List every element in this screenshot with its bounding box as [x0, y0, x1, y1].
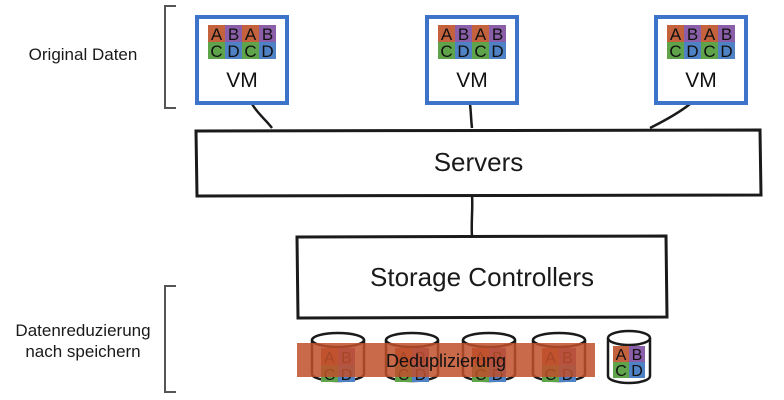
vm-data-cell-letter: C: [440, 42, 452, 61]
disk-data-cell: [629, 362, 645, 378]
vm-data-cell-letter: D: [457, 42, 469, 61]
vm-data-cell: [684, 42, 701, 59]
vm-data-cell: [667, 25, 684, 42]
vm-data-cell: [259, 42, 276, 59]
vm3-connector: [649, 103, 691, 130]
servers-box: [194, 128, 763, 198]
vm-data-cell: [242, 42, 259, 59]
vm-data-cell: [208, 42, 225, 59]
deduplication-bar: Deduplizierung: [297, 343, 595, 377]
original-data-label: Original Daten: [28, 45, 138, 64]
vm-data-cell-letter: C: [703, 42, 715, 61]
vm-data-cell: [701, 25, 718, 42]
vm-label: VM: [456, 69, 488, 92]
vm-data-cell-letter: B: [228, 25, 239, 44]
disk-data-cell-letter: D: [631, 363, 643, 380]
vm-data-cell-letter: B: [721, 25, 732, 44]
deduplication-bar-fill: [297, 343, 595, 377]
vm-data-cell-letter: B: [492, 25, 503, 44]
storage-controllers-label: Storage Controllers: [370, 262, 594, 292]
vm-data-cell: [455, 25, 472, 42]
vm-data-cell-letter: A: [475, 25, 487, 44]
vm-data-cell-letter: C: [669, 42, 681, 61]
vm-data-cell: [438, 25, 455, 42]
disk-data-cell-letter: B: [632, 347, 643, 364]
vm-data-cell: [472, 25, 489, 42]
vm-data-cell-letter: A: [704, 25, 716, 44]
disk-data-cell-letter: A: [616, 347, 627, 364]
reduction-bracket: [164, 285, 176, 393]
vm-data-cell-letter: A: [211, 25, 223, 44]
vm-data-cell: [718, 25, 735, 42]
disk-data-cell: [613, 346, 629, 362]
vm-data-cell: [225, 42, 242, 59]
vm-data-cell-letter: D: [261, 42, 273, 61]
vm-label: VM: [226, 69, 258, 92]
servers-label: Servers: [433, 147, 524, 177]
vm-data-cell: [438, 42, 455, 59]
deduplication-label: Deduplizierung: [386, 351, 506, 371]
vm-label: VM: [685, 69, 717, 92]
data-reduction-label: Datenreduzierung nach speichern: [2, 320, 164, 362]
vm-data-cell: [242, 25, 259, 42]
vm-data-cell: [472, 42, 489, 59]
vm-data-cell: [718, 42, 735, 59]
vm-data-cell-letter: D: [491, 42, 503, 61]
vm-data-cell: [684, 25, 701, 42]
servers-storage-connector: [470, 195, 474, 237]
vm-data-cell-letter: A: [245, 25, 257, 44]
vm-data-cell-letter: D: [720, 42, 732, 61]
vm1-connector: [250, 103, 273, 129]
disk-data-cell-letter: C: [615, 363, 627, 380]
vm-data-cell-letter: A: [670, 25, 682, 44]
vm-data-cell: [701, 42, 718, 59]
original-data-bracket: [164, 5, 176, 109]
vm-data-cell-letter: B: [458, 25, 469, 44]
vm-data-cell-letter: C: [210, 42, 222, 61]
vm-data-cell-letter: D: [686, 42, 698, 61]
vm-data-cell: [455, 42, 472, 59]
vm-data-cell-letter: B: [687, 25, 698, 44]
vm2-connector: [468, 103, 474, 129]
vm-data-cell: [225, 25, 242, 42]
vm-data-cell-letter: C: [474, 42, 486, 61]
storage-controllers-box: [295, 234, 669, 320]
vm-data-cell-letter: B: [262, 25, 273, 44]
disk-data-cell: [629, 346, 645, 362]
vm-data-cell: [259, 25, 276, 42]
vm-data-cell-letter: A: [441, 25, 453, 44]
vm-data-cell: [489, 25, 506, 42]
vm-data-cell: [208, 25, 225, 42]
vm-data-cell-letter: D: [227, 42, 239, 61]
vm-data-cell-letter: C: [244, 42, 256, 61]
vm-data-cell: [667, 42, 684, 59]
data-reduction-label-line2: nach speichern: [25, 342, 141, 361]
vm-data-cell: [489, 42, 506, 59]
disk-top: [606, 329, 652, 347]
data-reduction-label-line1: Datenreduzierung: [15, 321, 151, 340]
disk-data-cell: [613, 362, 629, 378]
